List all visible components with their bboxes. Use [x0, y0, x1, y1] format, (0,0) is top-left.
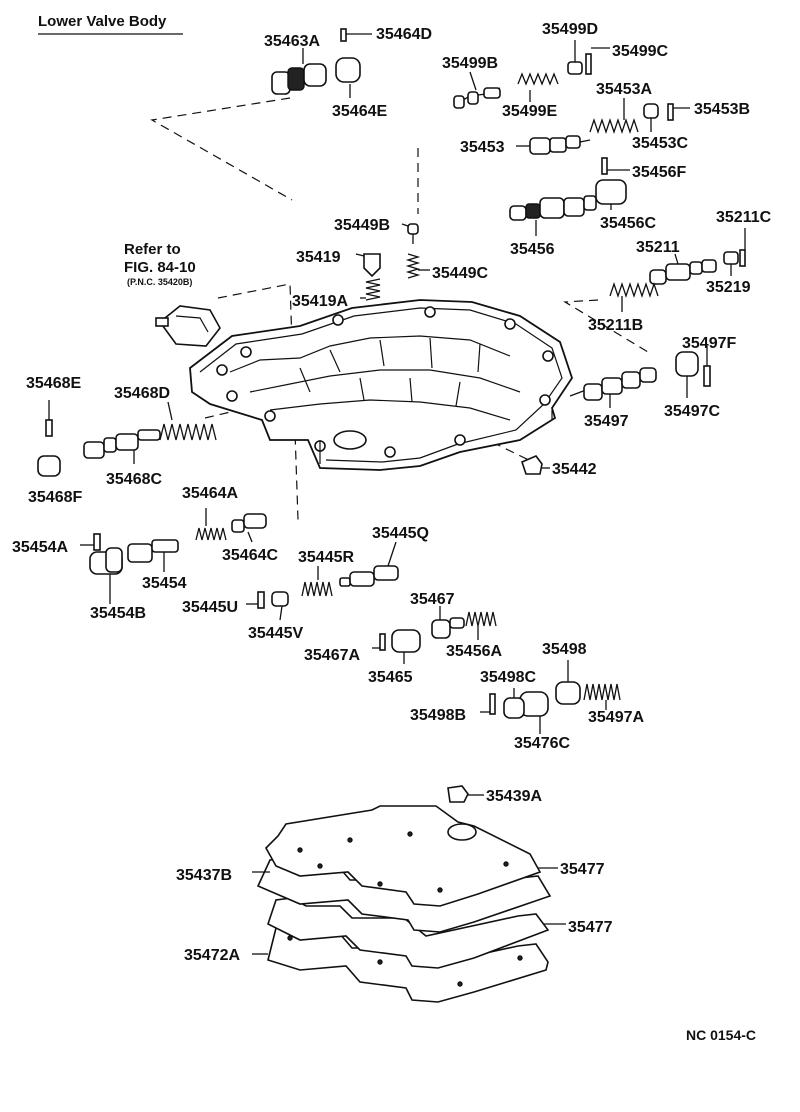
label-35497F: 35497F: [682, 335, 736, 352]
label-35453A: 35453A: [596, 81, 652, 98]
label-35419A: 35419A: [292, 293, 348, 310]
label-35468C: 35468C: [106, 471, 162, 488]
label-35498: 35498: [542, 641, 587, 658]
reference-line-1: Refer to: [124, 241, 181, 258]
reference-line-3: (P.N.C. 35420B): [127, 277, 192, 287]
label-35463A: 35463A: [264, 33, 320, 50]
label-35219: 35219: [706, 279, 751, 296]
label-35453C: 35453C: [632, 135, 688, 152]
label-35499C: 35499C: [612, 43, 668, 60]
label-35449B: 35449B: [334, 217, 390, 234]
part-35442: [521, 455, 550, 475]
label-35442: 35442: [552, 461, 597, 478]
label-35465: 35465: [368, 669, 413, 686]
label-35456F: 35456F: [632, 164, 686, 181]
label-35439A: 35439A: [486, 788, 542, 805]
label-35477-lower: 35477: [568, 919, 613, 936]
label-35454: 35454: [142, 575, 187, 592]
label-35453B: 35453B: [694, 101, 750, 118]
label-35456C: 35456C: [600, 215, 656, 232]
label-35497A: 35497A: [588, 709, 644, 726]
part-group-35211: [609, 228, 746, 312]
label-35472A: 35472A: [184, 947, 240, 964]
label-35497C: 35497C: [664, 403, 720, 420]
label-35211C: 35211C: [716, 209, 772, 226]
reference-line-2: FIG. 84-10: [124, 259, 196, 276]
label-35477-upper: 35477: [560, 861, 605, 878]
label-35464E: 35464E: [332, 103, 387, 120]
label-35445U: 35445U: [182, 599, 238, 616]
part-group-35499: [453, 40, 610, 109]
part-group-35454: [80, 508, 267, 604]
label-35449C: 35449C: [432, 265, 488, 282]
label-35499E: 35499E: [502, 103, 557, 120]
label-35497: 35497: [584, 413, 629, 430]
label-35211B: 35211B: [588, 317, 643, 334]
lower-valve-body: [189, 299, 573, 471]
part-group-35498: [480, 660, 621, 734]
label-35454A: 35454A: [12, 539, 68, 556]
label-35445R: 35445R: [298, 549, 354, 566]
label-35464C: 35464C: [222, 547, 278, 564]
label-35499B: 35499B: [442, 55, 498, 72]
label-35445V: 35445V: [248, 625, 303, 642]
part-group-35467: [372, 606, 497, 664]
label-35437B: 35437B: [176, 867, 232, 884]
diagram-title: Lower Valve Body: [38, 13, 167, 30]
label-35464A: 35464A: [182, 485, 238, 502]
part-group-35497: [569, 346, 711, 408]
part-group-35463: [271, 28, 372, 98]
part-group-35449-35419: [355, 223, 430, 301]
part-group-35456: [509, 157, 630, 236]
gasket-stack: [252, 805, 566, 1003]
label-35211: 35211: [636, 239, 680, 256]
solenoid-reference-part: Refer to FIG. 84-10 (P.N.C. 35420B): [124, 241, 221, 347]
label-35467: 35467: [410, 591, 455, 608]
label-35499D: 35499D: [542, 21, 598, 38]
label-35454B: 35454B: [90, 605, 146, 622]
part-group-35445: [246, 541, 399, 621]
label-35419: 35419: [296, 249, 341, 266]
label-35456A: 35456A: [446, 643, 502, 660]
label-35498B: 35498B: [410, 707, 466, 724]
label-35468F: 35468F: [28, 489, 82, 506]
label-35468E: 35468E: [26, 375, 81, 392]
part-35439A: [447, 785, 484, 803]
label-35456: 35456: [510, 241, 555, 258]
part-group-35453: [516, 98, 690, 155]
label-35498C: 35498C: [480, 669, 536, 686]
label-35464D: 35464D: [376, 26, 432, 43]
diagram-code: NC 0154-C: [686, 1027, 756, 1043]
label-35468D: 35468D: [114, 385, 170, 402]
label-35445Q: 35445Q: [372, 525, 429, 542]
label-35467A: 35467A: [304, 647, 360, 664]
label-35476C: 35476C: [514, 735, 570, 752]
part-group-35468: [37, 400, 217, 477]
label-35453: 35453: [460, 139, 505, 156]
